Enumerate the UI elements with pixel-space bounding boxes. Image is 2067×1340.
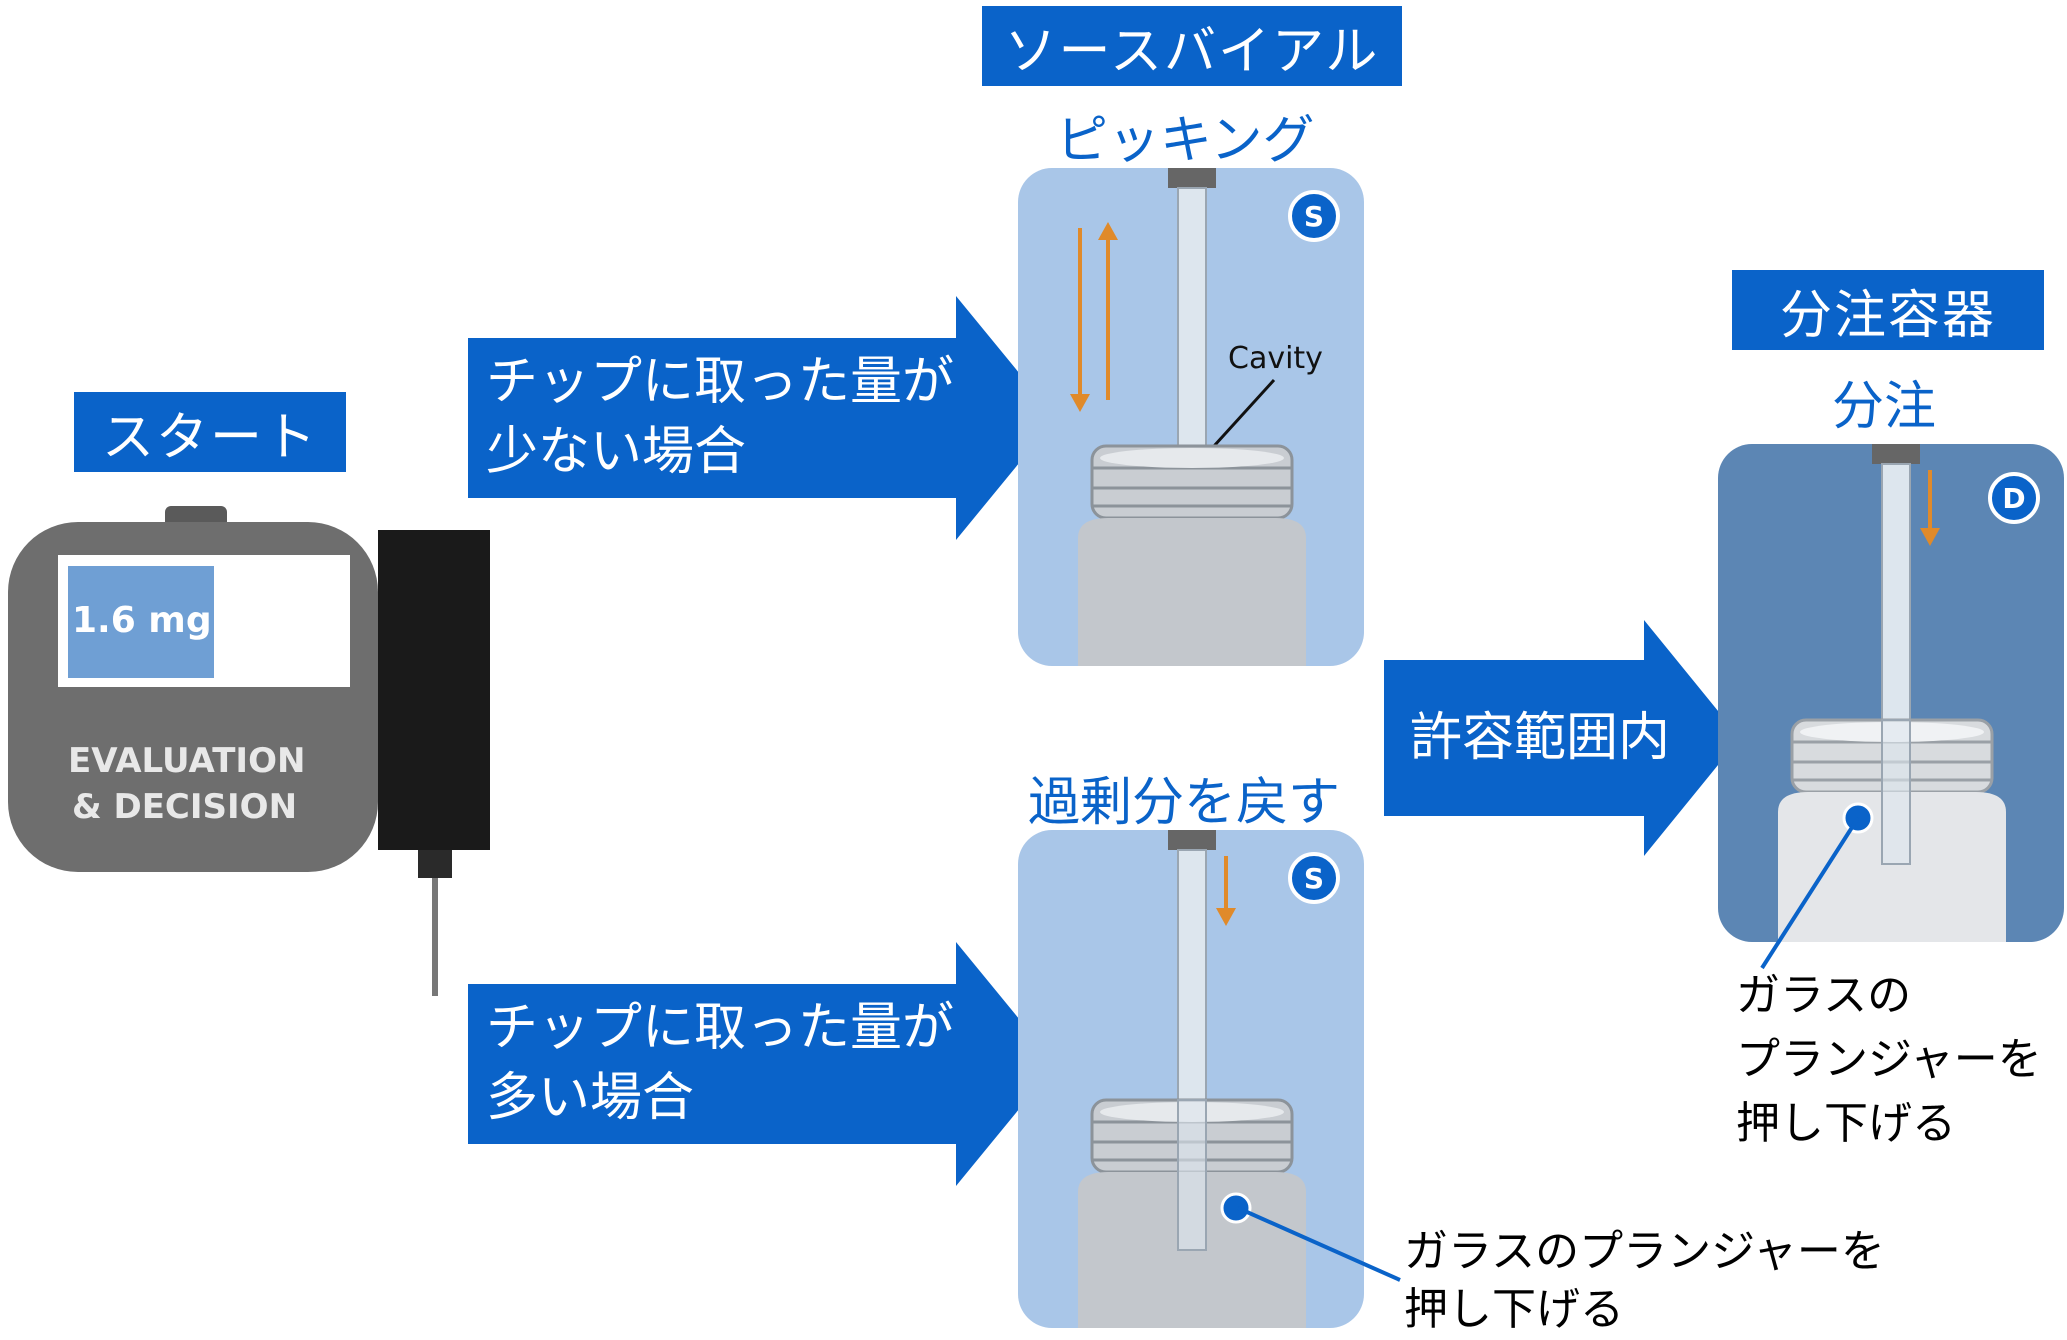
source-vial-header-text: ソースバイアル: [1004, 21, 1380, 82]
return-leader-line: [1237, 1206, 1401, 1282]
cavity-label: Cavity: [1228, 341, 1323, 376]
dispense-panel: D: [1718, 444, 2064, 942]
up-down-orange-arrows: [1070, 222, 1118, 412]
arrow-low-shape: [468, 296, 1056, 540]
dispense-annotation-2: プランジャーを: [1736, 1034, 2042, 1085]
arrow-within-tolerance: 許容範囲内: [1384, 620, 1740, 856]
return-panel: S: [1018, 830, 1364, 1328]
arrow-high-amount: チップに取った量が 多い場合: [468, 942, 1056, 1186]
plunger-tube: [1177, 187, 1207, 481]
dispense-leader-line: [1760, 816, 1860, 970]
dispense-action-label: 分注: [1832, 377, 1937, 437]
source-badge-circle: [1288, 190, 1340, 242]
arrow-high-shape: [468, 942, 1056, 1186]
picking-label: ピッキング: [1056, 111, 1315, 171]
return-plunger-marker: [1220, 1192, 1252, 1224]
return-plunger-cap: [1168, 830, 1216, 850]
down-orange-arrow: [1216, 856, 1236, 926]
device-text-line1: EVALUATION: [68, 741, 305, 781]
arrow-low-text-1: チップに取った量が: [486, 352, 955, 412]
return-annotation-1: ガラスのプランジャーを: [1404, 1226, 1885, 1277]
source-badge-text: S: [1304, 200, 1324, 233]
arrow-tolerance-shape: [1384, 620, 1740, 856]
balance-device: 1.6 mg EVALUATION & DECISION: [8, 506, 490, 996]
arrow-low-amount: チップに取った量が 少ない場合: [468, 296, 1056, 540]
arrow-high-text-2: 多い場合: [486, 1068, 695, 1128]
dispense-header-text: 分注容器: [1779, 285, 1996, 346]
pipette-tip: [432, 878, 438, 996]
dispense-plunger-cap: [1872, 444, 1920, 464]
dispense-annotation-3: 押し下げる: [1736, 1098, 1956, 1149]
pipette-collar: [418, 850, 452, 878]
start-label-text: スタート: [101, 407, 318, 468]
dispense-orange-arrow: [1920, 470, 1940, 546]
source-vial-header: ソースバイアル: [982, 6, 1402, 86]
device-text-line2: & DECISION: [72, 787, 297, 827]
picking-panel: S Cavity: [1018, 168, 1364, 666]
plunger-cap: [1168, 168, 1216, 188]
return-excess-label: 過剰分を戻す: [1028, 773, 1341, 833]
dispense-badge-text: D: [2002, 482, 2025, 515]
return-badge-circle: [1288, 852, 1340, 904]
device-display-value: 1.6 mg: [72, 600, 212, 641]
dispense-annotation-1: ガラスの: [1736, 970, 1912, 1021]
dispense-badge-circle: [1988, 472, 2040, 524]
dispense-header: 分注容器: [1732, 270, 2044, 350]
start-label: スタート: [74, 392, 346, 472]
arrow-low-text-2: 少ない場合: [486, 422, 747, 482]
device-display-reading: [68, 566, 214, 678]
arrow-high-text-1: チップに取った量が: [486, 998, 955, 1058]
pipette-handle: [378, 530, 490, 850]
arrow-tolerance-text: 許容範囲内: [1410, 708, 1671, 768]
source-vial-jar: [1078, 444, 1306, 666]
return-annotation-2: 押し下げる: [1404, 1284, 1624, 1335]
return-badge-text: S: [1304, 862, 1324, 895]
